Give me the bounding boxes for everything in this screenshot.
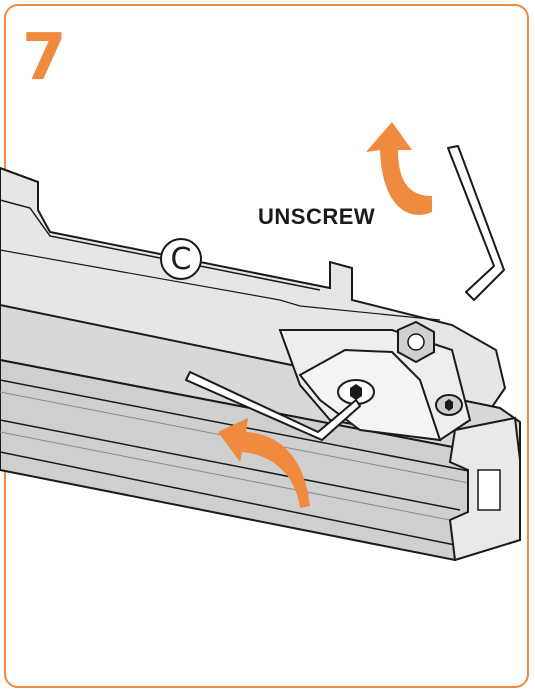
plate-slot [0,249,441,321]
curved-arrow-bottom-icon [218,418,310,508]
socket-screw [337,379,375,405]
hex-key-top [447,145,505,301]
rail-screw [435,394,463,416]
rail-groove-3 [0,419,461,511]
rail-groove-4 [0,431,461,523]
hex-key-front [185,371,361,441]
curved-arrow-top-icon [366,122,432,215]
part-reference-letter: C [170,241,192,277]
part-reference-badge: C [160,238,202,280]
unscrew-label: UNSCREW [258,204,376,229]
hex-nut [397,320,435,364]
step-number: 7 [22,21,67,95]
rail-groove-5 [0,451,456,546]
rail-groove-1 [0,379,506,479]
rail-end-slot [477,469,501,511]
